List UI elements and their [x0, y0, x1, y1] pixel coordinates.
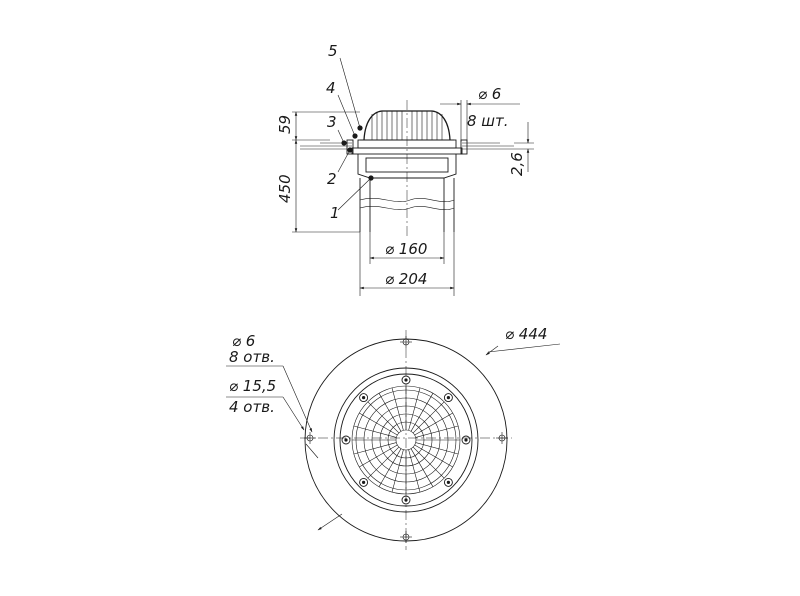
- callout-5: 5: [328, 42, 338, 60]
- ring-bolt: [461, 435, 471, 445]
- ring-inner: [339, 373, 473, 507]
- ring-bolt: [359, 477, 369, 487]
- ring-bolt: [341, 435, 351, 445]
- ring-bolt: [401, 375, 411, 385]
- callout-4: 4: [326, 79, 336, 97]
- dim-bolt: ⌀ 6: [478, 85, 501, 103]
- grate-pattern: [352, 386, 460, 494]
- ring-bolts: [341, 375, 471, 505]
- leader-444: [487, 343, 561, 353]
- outlet-pipe: [359, 178, 455, 232]
- dim-inner-diameter: ⌀ 160: [385, 240, 427, 258]
- dim-height-total: 450: [276, 174, 294, 203]
- ring-bolt: [401, 495, 411, 505]
- dim-hole-small: ⌀ 6: [232, 332, 255, 350]
- dim-thickness: 2,6: [508, 152, 526, 176]
- ring-bolt: [359, 393, 369, 403]
- callout-3: 3: [327, 113, 337, 131]
- dim-hole-small-count: 8 отв.: [229, 348, 275, 366]
- dim-hole-large: ⌀ 15,5: [229, 377, 276, 395]
- ring-bolt: [443, 477, 453, 487]
- flange-hole-bottom: [400, 531, 412, 543]
- dim-flange-diameter: ⌀ 444: [505, 325, 547, 343]
- ring-outer: [333, 367, 479, 513]
- flange-hole-left: [304, 432, 316, 444]
- ring-bolt: [443, 393, 453, 403]
- callout-2: 2: [327, 170, 337, 188]
- dim-outer-diameter: ⌀ 204: [385, 270, 427, 288]
- callout-1: 1: [330, 204, 340, 222]
- dim-hole-large-count: 4 отв.: [229, 398, 275, 416]
- flange-hole-top: [400, 336, 412, 348]
- side-view: 5 4 3 2 1 59 450 ⌀ 6 8 шт. 2,6 ⌀ 160: [276, 42, 534, 296]
- flange-hole-right: [496, 432, 508, 444]
- dim-height-top: 59: [276, 115, 294, 134]
- dim-bolt-count: 8 шт.: [467, 112, 509, 130]
- plan-view: ⌀ 444 ⌀ 6 8 отв. ⌀ 15,5 4 отв.: [226, 325, 561, 550]
- flange-holes: [304, 336, 508, 543]
- funnel-body: [300, 139, 514, 179]
